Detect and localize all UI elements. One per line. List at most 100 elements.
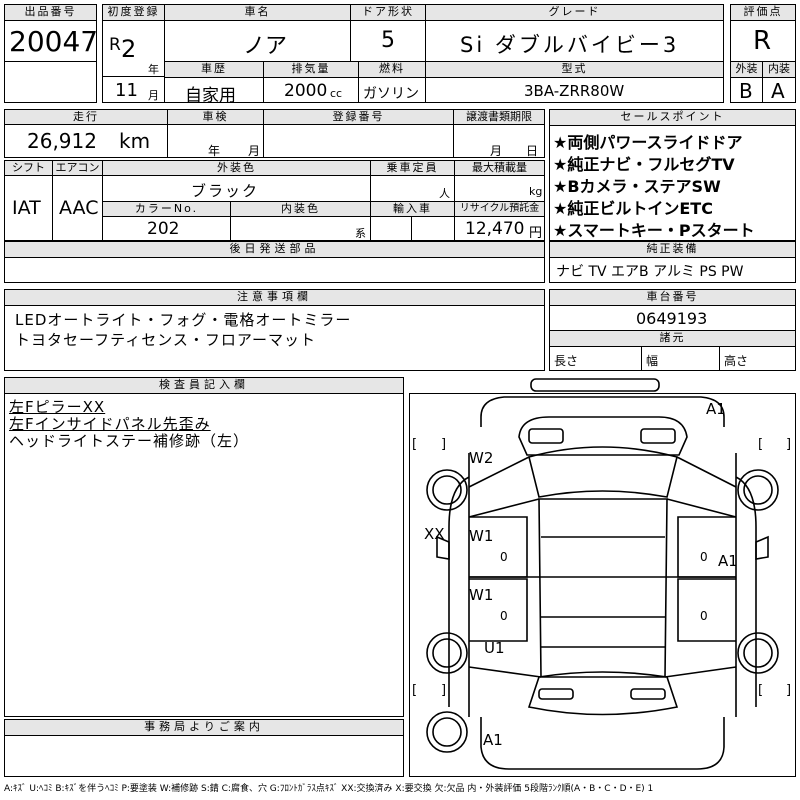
sales-point-3: ★Bカメラ・ステアSW bbox=[553, 177, 721, 196]
chassis-no: 0649193 bbox=[636, 309, 708, 328]
history-box: 自家用 bbox=[164, 77, 264, 106]
bracket-right-open: [ bbox=[758, 437, 764, 452]
fuel-label: 燃料 bbox=[358, 61, 426, 78]
score-label: 評価点 bbox=[730, 4, 796, 21]
roof-top-strip bbox=[530, 378, 660, 392]
front-grille-left bbox=[528, 428, 564, 444]
wheel-front-right bbox=[737, 469, 779, 511]
ac: AAC bbox=[59, 197, 99, 219]
model-box: 3BA-ZRR80W bbox=[425, 77, 724, 103]
score-box: R bbox=[730, 20, 796, 62]
length-label: 長さ bbox=[554, 354, 579, 368]
rear-plate-left bbox=[538, 688, 574, 700]
equipment: ナビ TV エアB アルミ PS PW bbox=[556, 264, 744, 280]
mileage-unit: km bbox=[119, 129, 151, 153]
bracket-left-open: [ bbox=[412, 437, 418, 452]
left-side bbox=[448, 453, 470, 717]
year-unit: 年 bbox=[148, 63, 159, 76]
inspector-line-1: 左FピラーXX bbox=[9, 398, 106, 416]
spare-tire bbox=[426, 711, 468, 753]
length-box: 長さ bbox=[549, 346, 642, 371]
mark-a1-right: A1 bbox=[718, 552, 738, 570]
windshield bbox=[528, 446, 678, 498]
equipment-label: 純正装備 bbox=[549, 241, 796, 258]
right-side bbox=[735, 453, 757, 717]
chassis-label: 車台番号 bbox=[549, 289, 796, 306]
bracket-right-bottom-open: [ bbox=[758, 683, 764, 698]
color-box: ブラック bbox=[102, 175, 371, 202]
bracket-left-bottom-open: [ bbox=[412, 683, 418, 698]
office-label: 事務局よりご案内 bbox=[4, 719, 404, 736]
recycle-label: リサイクル預託金 bbox=[454, 201, 545, 217]
max-load-unit: kg bbox=[529, 185, 543, 198]
shift: IAT bbox=[12, 197, 41, 219]
rear-bumper bbox=[480, 717, 725, 770]
dims-label: 諸元 bbox=[549, 330, 796, 347]
interior-color-unit: 系 bbox=[355, 227, 366, 240]
import-label: 輸入車 bbox=[370, 201, 455, 217]
mark-w1-rear-door: W1 bbox=[469, 586, 494, 604]
wheel-rear-right bbox=[737, 632, 779, 674]
displacement: 2000 bbox=[284, 81, 328, 101]
sales-points-box: ★両側パワースライドドア ★純正ナビ・フルセグTV ★Bカメラ・ステアSW ★純… bbox=[549, 125, 796, 241]
lot-no-box: 20047 bbox=[4, 20, 98, 62]
exterior-label: 外装 bbox=[730, 61, 763, 78]
lot-no-label: 出品番号 bbox=[4, 4, 97, 21]
first-reg-label: 初度登録 bbox=[102, 4, 165, 21]
notes-label: 注意事項欄 bbox=[4, 289, 545, 306]
interior-box: A bbox=[762, 77, 796, 103]
height-box: 高さ bbox=[719, 346, 796, 371]
inspector-line-3: ヘッドライトステー補修跡（左） bbox=[9, 432, 250, 450]
lot-no-lower bbox=[4, 61, 97, 103]
max-load-box: kg bbox=[454, 175, 545, 202]
interior-label: 内装 bbox=[762, 61, 796, 78]
displacement-box: 2000 cc bbox=[263, 77, 359, 103]
mark-u1: U1 bbox=[484, 639, 505, 657]
hood bbox=[518, 416, 688, 456]
color-no: 202 bbox=[147, 219, 180, 239]
sales-point-5: ★スマートキー・Pスタート bbox=[553, 221, 755, 240]
rear-window bbox=[527, 671, 679, 716]
interior-grade: A bbox=[771, 79, 785, 103]
inspector-label: 検査員記入欄 bbox=[4, 377, 404, 394]
width-box: 幅 bbox=[641, 346, 720, 371]
bracket-right-close: ] bbox=[786, 437, 792, 452]
roof bbox=[538, 498, 668, 678]
max-load-label: 最大積載量 bbox=[454, 160, 545, 176]
inspection-box: 年 月 bbox=[167, 124, 264, 158]
transfer-month-unit: 月 bbox=[490, 144, 503, 158]
recycle-box: 12,470 円 bbox=[454, 216, 545, 241]
sales-points-label: セールスポイント bbox=[549, 109, 796, 126]
fuel: ガソリン bbox=[363, 86, 419, 102]
era-mark: R bbox=[109, 35, 121, 55]
transfer-label: 譲渡書類期限 bbox=[453, 109, 545, 125]
first-reg-box: R 2 年 bbox=[102, 20, 165, 77]
wheel-rear-left bbox=[426, 632, 468, 674]
bracket-right-bottom-close: ] bbox=[786, 683, 792, 698]
displacement-unit: cc bbox=[330, 87, 343, 100]
door-label: ドア形状 bbox=[350, 4, 426, 21]
notes-box: LEDオートライト・フォグ・電格オートミラー トヨタセーフティセンス・フロアーマ… bbox=[4, 305, 545, 371]
color: ブラック bbox=[191, 182, 260, 200]
bracket-left-close: ] bbox=[441, 437, 447, 452]
sales-point-4: ★純正ビルトインETC bbox=[553, 199, 713, 218]
grade-label: グレード bbox=[425, 4, 724, 21]
zero-right-rear: 0 bbox=[700, 609, 708, 623]
mark-a1-rear: A1 bbox=[483, 731, 503, 749]
sales-point-1: ★両側パワースライドドア bbox=[553, 133, 743, 152]
fuel-box: ガソリン bbox=[358, 77, 426, 103]
later-parts-label: 後日発送部品 bbox=[4, 241, 545, 258]
recycle-unit: 円 bbox=[529, 226, 543, 241]
import-box bbox=[370, 216, 412, 241]
inspection-month-unit: 月 bbox=[248, 144, 261, 158]
displacement-label: 排気量 bbox=[263, 61, 359, 78]
import-box-2 bbox=[411, 216, 455, 241]
capacity-label: 乗車定員 bbox=[370, 160, 455, 176]
interior-color-label: 内装色 bbox=[230, 201, 371, 217]
zero-right-front: 0 bbox=[700, 550, 708, 564]
transfer-box: 月 日 bbox=[453, 124, 545, 158]
mileage-label: 走行 bbox=[4, 109, 168, 125]
mirror-right bbox=[755, 535, 769, 560]
score: R bbox=[753, 26, 772, 56]
